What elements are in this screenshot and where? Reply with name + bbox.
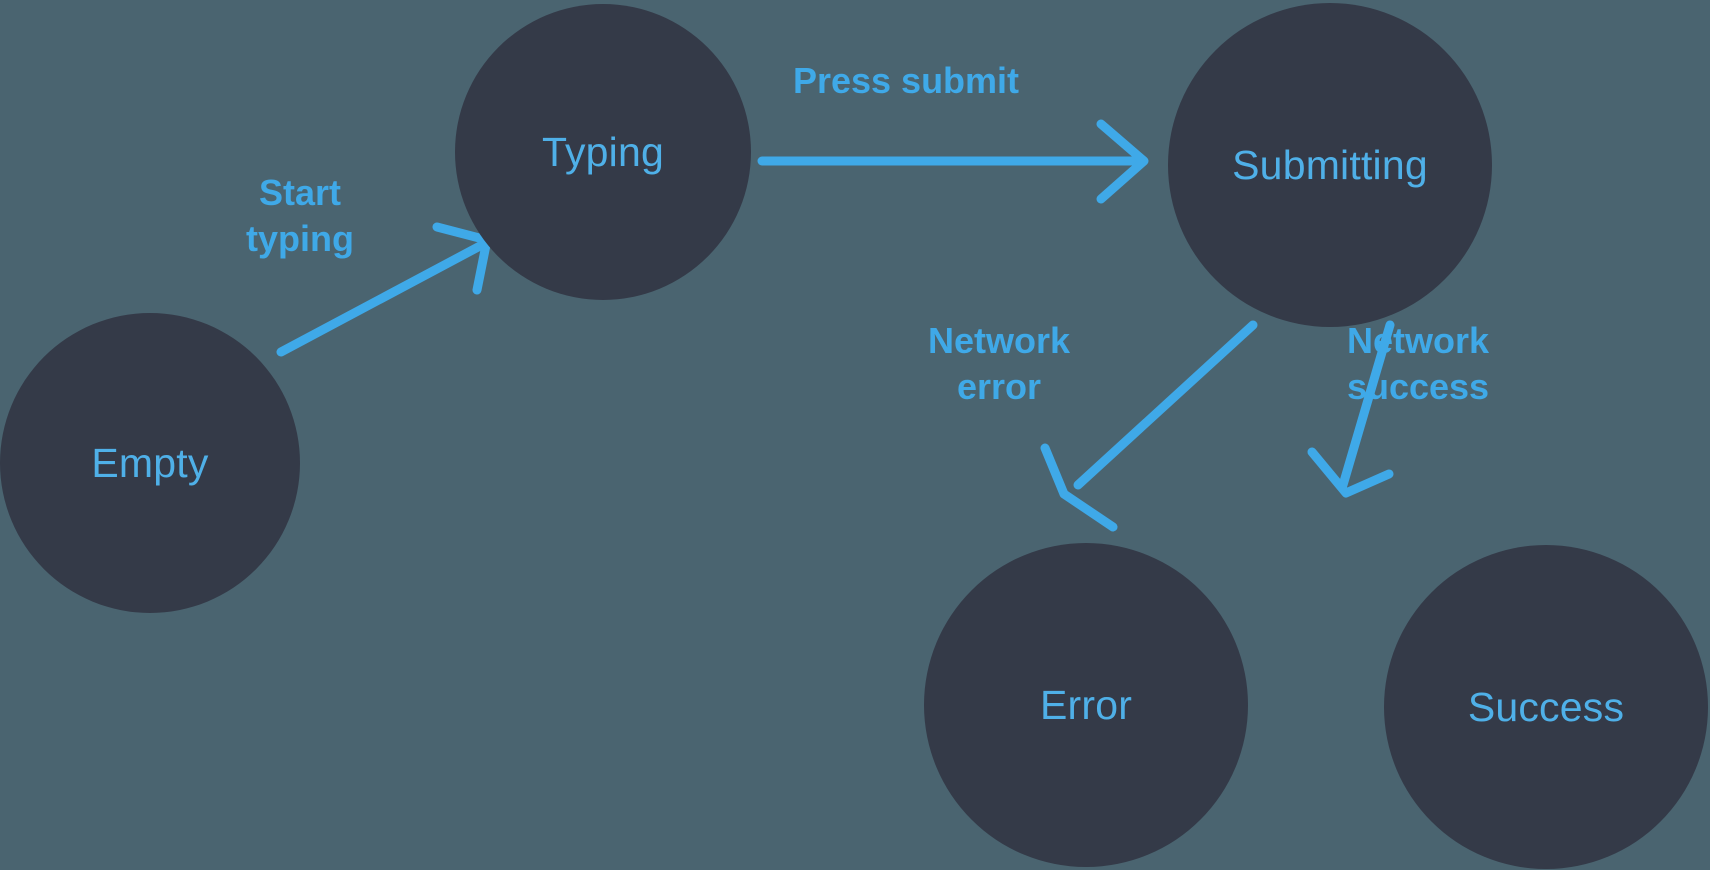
edge-label-network-error: Network error — [927, 320, 1071, 408]
edge-submitting-to-error — [1040, 320, 1258, 532]
state-node-typing[interactable]: Typing — [455, 4, 751, 300]
state-label-error: Error — [1039, 681, 1133, 728]
state-label-typing: Typing — [542, 128, 664, 175]
arrowhead-submitting-success — [1307, 447, 1394, 498]
state-label-success: Success — [1467, 683, 1625, 730]
edge-typing-to-submitting — [757, 119, 1149, 204]
edge-line-empty-typing — [276, 241, 485, 357]
edge-line-submitting-error — [1073, 320, 1258, 490]
state-node-success[interactable]: Success — [1384, 545, 1708, 869]
state-node-error[interactable]: Error — [924, 543, 1248, 867]
edge-label-network-success: Network success — [1346, 320, 1490, 408]
edge-label-press-submit: Press submit — [792, 60, 1020, 101]
state-node-empty[interactable]: Empty — [0, 313, 300, 613]
state-label-empty: Empty — [91, 439, 209, 486]
edge-submitting-to-success — [1307, 320, 1395, 498]
edge-line-submitting-success — [1338, 320, 1395, 490]
state-node-submitting[interactable]: Submitting — [1168, 3, 1492, 327]
arrowhead-submitting-error — [1040, 443, 1118, 532]
state-label-submitting: Submitting — [1232, 141, 1428, 188]
edge-label-start-typing: Start typing — [246, 172, 354, 260]
arrowhead-typing-submitting — [1096, 119, 1149, 204]
